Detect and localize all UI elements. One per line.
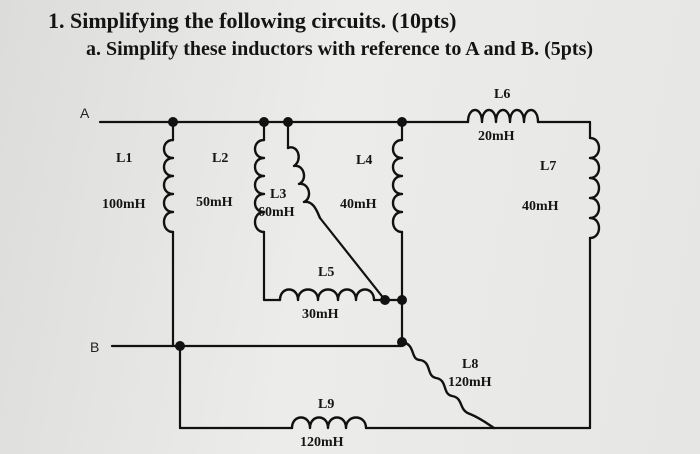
inductor-l4-value: 40mH — [340, 197, 377, 212]
inductor-l2-coil — [253, 138, 266, 234]
wire-l3-diagonal — [318, 216, 387, 302]
inductor-l8-name: L8 — [462, 357, 478, 372]
junction-node — [175, 341, 185, 351]
junction-node — [380, 295, 390, 305]
inductor-l9-value: 120mH — [300, 435, 344, 450]
inductor-l6-value: 20mH — [478, 129, 515, 144]
inductor-l3-name: L3 — [270, 187, 286, 202]
inductor-l8-coil — [400, 340, 496, 430]
junction-node — [168, 117, 178, 127]
inductor-l7-name: L7 — [540, 159, 556, 174]
inductor-l4-name: L4 — [356, 153, 372, 168]
inductor-l7-value: 40mH — [522, 199, 559, 214]
junction-node — [397, 295, 407, 305]
question-subtitle: a. Simplify these inductors with referen… — [86, 38, 594, 60]
inductor-l1-value: 100mH — [102, 197, 146, 212]
junction-node — [397, 337, 407, 347]
inductor-l4-coil — [391, 138, 404, 234]
inductor-l3-coil — [286, 146, 322, 220]
inductor-l5-value: 30mH — [302, 307, 339, 322]
terminal-b-label: B — [90, 339, 99, 355]
inductor-l6-coil — [466, 108, 540, 124]
inductor-l7-coil — [588, 136, 601, 240]
inductor-l5-coil — [278, 288, 376, 302]
inductor-l1-coil — [162, 138, 175, 234]
inductor-l5-name: L5 — [318, 265, 334, 280]
junction-node — [259, 117, 269, 127]
inductor-labels: L1 100mH L2 50mH L3 60mH L4 40mH L5 30mH… — [102, 87, 559, 450]
circuit-wires — [98, 120, 592, 430]
junction-node — [283, 117, 293, 127]
terminal-a-label: A — [80, 105, 90, 121]
inductor-coils — [162, 108, 601, 430]
inductor-l3-value: 60mH — [258, 205, 295, 220]
inductor-l1-name: L1 — [116, 151, 132, 166]
inductor-l2-value: 50mH — [196, 195, 233, 210]
junction-nodes — [168, 117, 407, 351]
inductor-l8-value: 120mH — [448, 375, 492, 390]
inductor-l6-name: L6 — [494, 87, 510, 102]
question-title: 1. Simplifying the following circuits. (… — [48, 8, 457, 33]
inductor-l9-name: L9 — [318, 397, 334, 412]
inductor-l2-name: L2 — [212, 151, 228, 166]
junction-node — [397, 117, 407, 127]
inductor-l9-coil — [290, 416, 368, 430]
